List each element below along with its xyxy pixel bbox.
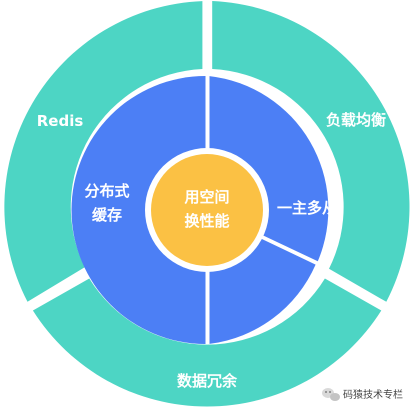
- watermark-text: 码猿技术专栏: [343, 388, 403, 401]
- outer-segment-left: [4, 1, 203, 302]
- center-core: [151, 154, 263, 266]
- watermark: 码猿技术专栏: [322, 388, 403, 401]
- inner-segment-left: [71, 76, 206, 344]
- outer-segment-bottom: [32, 278, 382, 407]
- outer-ring: [4, 1, 410, 407]
- outer-label-data-redundancy: 数据冗余: [177, 372, 238, 390]
- inner-label-master-slave: 一主多从: [277, 199, 337, 217]
- inner-label-cache: 缓存: [92, 206, 122, 224]
- outer-label-load-balancing: 负载均衡: [326, 111, 386, 129]
- outer-label-redis: Redis: [37, 112, 84, 130]
- outer-segment-right: [212, 1, 410, 302]
- center-label-line1: 用空间: [184, 188, 229, 206]
- inner-label-distributed: 分布式: [84, 182, 129, 200]
- center-label-line2: 换性能: [184, 212, 229, 230]
- wechat-icon: [322, 388, 340, 401]
